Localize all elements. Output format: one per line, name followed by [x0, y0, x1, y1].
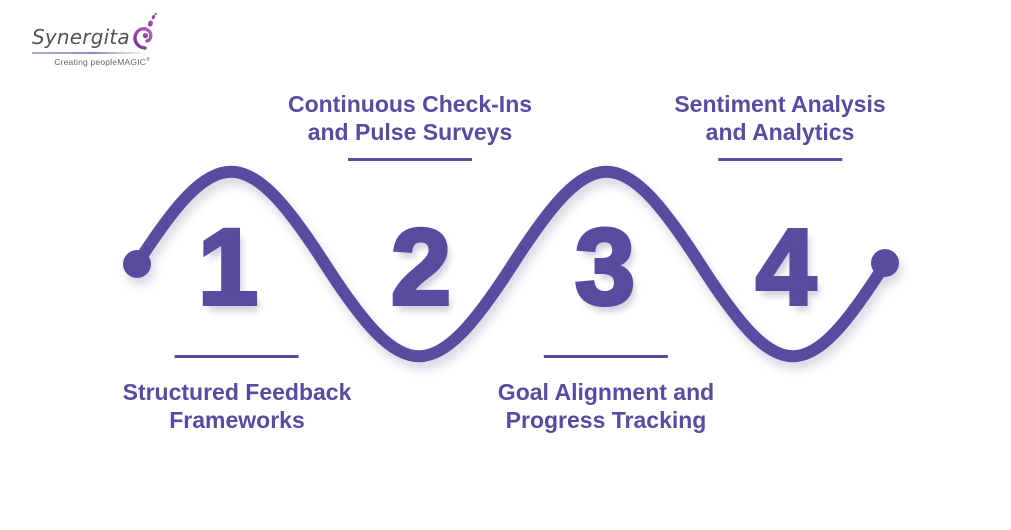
step-label-4-line-1: Sentiment Analysis — [674, 91, 886, 117]
step-label-1-line-1: Structured Feedback — [122, 379, 352, 405]
step-label-4-rule — [717, 158, 842, 161]
step-label-4: Sentiment Analysis and Analytics — [674, 90, 886, 161]
step-label-1: Structured Feedback Frameworks — [122, 355, 352, 434]
step-label-3-line-1: Goal Alignment and — [497, 379, 715, 405]
step-label-3-rule — [543, 355, 668, 358]
brand-name: Synergita — [32, 25, 130, 49]
step-label-1-rule — [174, 355, 299, 358]
step-label-2: Continuous Check-Ins and Pulse Surveys — [288, 90, 532, 161]
brand-tagline-text: Creating peopleMAGIC — [54, 57, 147, 67]
step-number-1: 1 — [196, 206, 260, 327]
step-number-2: 2 — [389, 206, 453, 327]
step-label-2-rule — [348, 158, 472, 161]
brand-swirl-icon — [133, 12, 157, 50]
timeline-start-dot — [123, 250, 151, 278]
step-label-1-line-2: Frameworks — [169, 407, 305, 433]
step-number-3: 3 — [573, 206, 637, 327]
timeline-wave-path — [131, 165, 891, 363]
brand-tagline: Creating peopleMAGIC® — [32, 57, 150, 67]
brand-logo: Synergita Creating peopleMAGIC® — [32, 12, 157, 67]
step-label-3-line-2: Progress Tracking — [505, 407, 707, 433]
step-label-2-line-2: and Pulse Surveys — [307, 119, 513, 145]
brand-logo-row: Synergita — [32, 12, 157, 50]
step-label-3: Goal Alignment and Progress Tracking — [498, 355, 714, 434]
step-label-2-line-1: Continuous Check-Ins — [287, 91, 533, 117]
timeline-end-dot — [871, 249, 899, 277]
logo-divider — [32, 52, 148, 54]
step-number-4: 4 — [754, 206, 818, 327]
registered-mark: ® — [146, 57, 150, 64]
step-label-4-line-2: and Analytics — [705, 119, 855, 145]
